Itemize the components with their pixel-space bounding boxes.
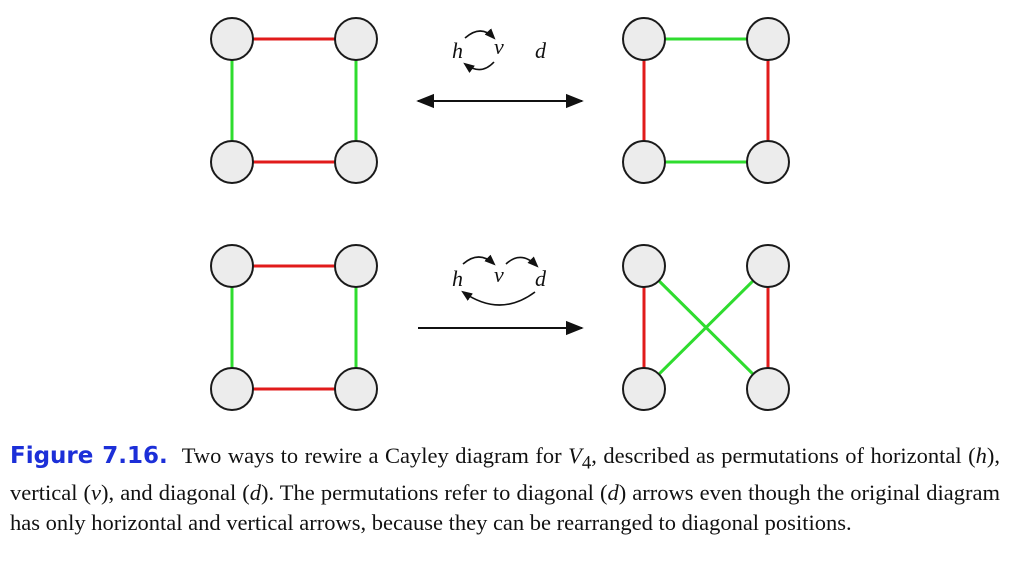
cycle-arc-v-to-d (505, 256, 539, 268)
node (334, 17, 378, 61)
swap-arc-upper (464, 28, 496, 40)
label-d: d (535, 38, 547, 63)
label-v: v (494, 34, 504, 59)
node (334, 244, 378, 288)
bottom-left-diagram (210, 244, 378, 411)
node (622, 244, 666, 288)
cycle-arc-h-to-v (462, 254, 496, 266)
caption-text: ) arrows even though the original diagra… (10, 480, 1001, 535)
label-d: d (535, 266, 547, 291)
top-right-diagram (622, 17, 790, 184)
node (622, 140, 666, 184)
symbol-d: d (249, 480, 262, 505)
node (746, 17, 790, 61)
node (746, 244, 790, 288)
label-h: h (452, 266, 463, 291)
node (622, 17, 666, 61)
node (210, 17, 254, 61)
bottom-right-diagram (622, 244, 790, 411)
caption-text: ). The permutations refer to diagonal ( (261, 480, 608, 505)
group-subscript: 4 (581, 452, 592, 474)
node (334, 367, 378, 411)
caption-text: , described as permutations of horizonta… (591, 443, 976, 468)
symbol-d: d (607, 480, 619, 505)
bottom-permutation: h v d (452, 254, 547, 306)
diagonal-edge (642, 264, 770, 391)
node (334, 140, 378, 184)
figure-caption: Figure 7.16. Two ways to rewire a Cayley … (10, 441, 1000, 537)
group-name: V (568, 443, 582, 468)
symbol-h: h (975, 443, 987, 468)
node (746, 367, 790, 411)
node (622, 367, 666, 411)
node (210, 367, 254, 411)
label-v: v (494, 262, 504, 287)
figure-label: Figure 7.16. (10, 443, 168, 469)
swap-arc-lower (463, 61, 495, 73)
cycle-arc-d-to-h (461, 290, 536, 306)
caption-text: ), and diagonal ( (101, 480, 250, 505)
symbol-v: v (91, 480, 102, 505)
top-permutation: h v d (452, 28, 547, 73)
node (746, 140, 790, 184)
cayley-diagram-figure: h v d h v d (210, 17, 790, 411)
label-h: h (452, 38, 463, 63)
caption-text: Two ways to rewire a Cayley diagram for (181, 443, 569, 468)
node (210, 140, 254, 184)
node (210, 244, 254, 288)
top-left-diagram (210, 17, 378, 184)
caption-text: ), vertical ( (10, 443, 1001, 505)
